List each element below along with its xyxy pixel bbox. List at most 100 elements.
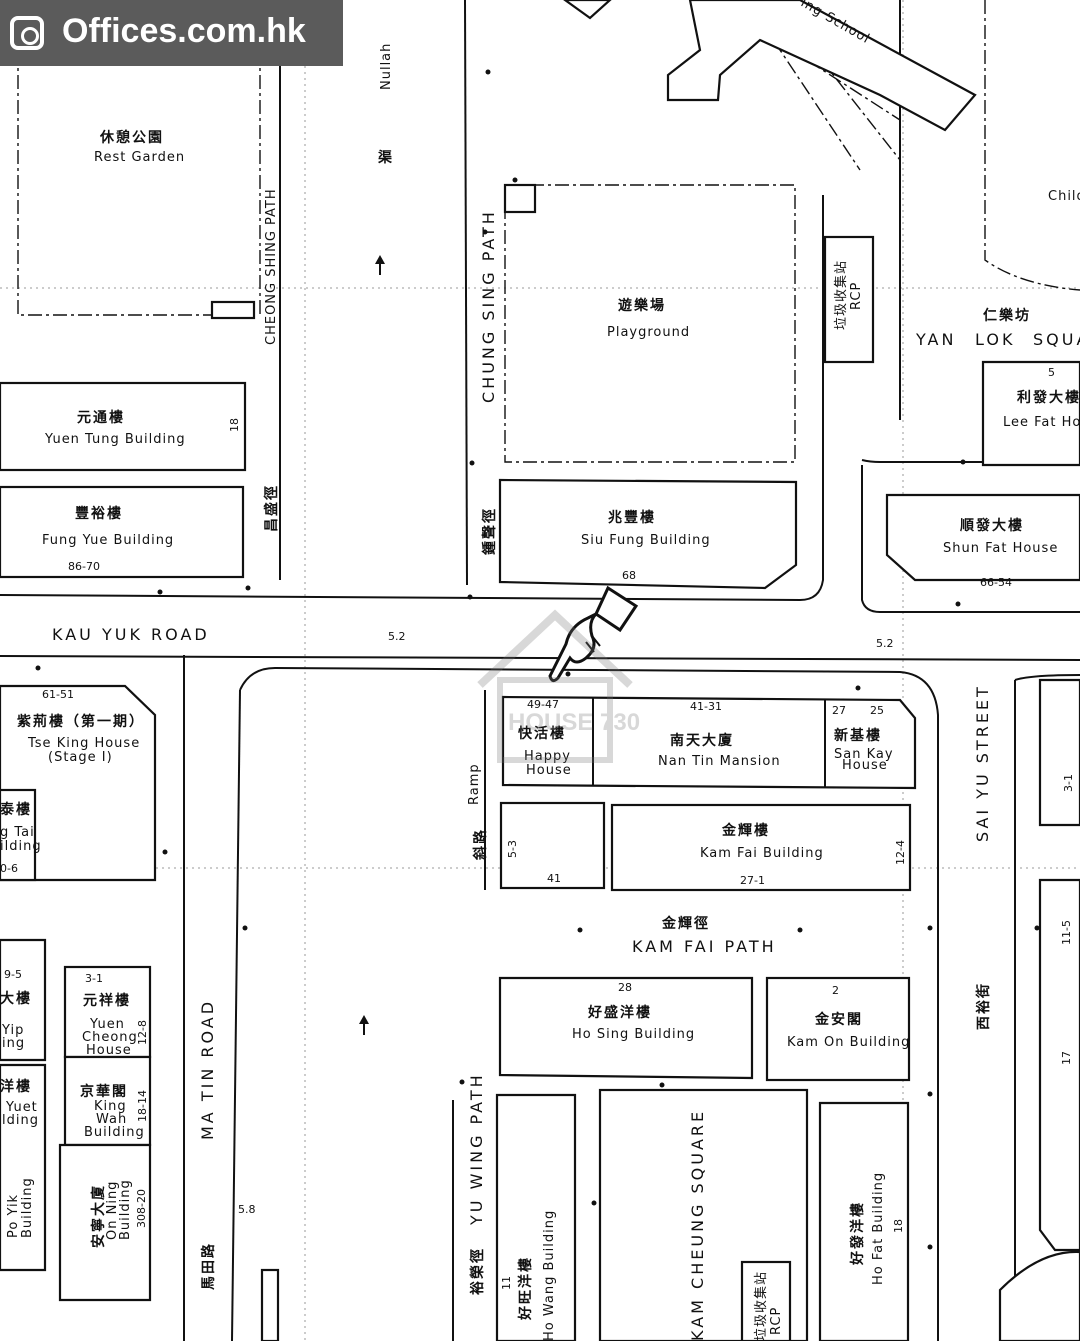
tse-king-en2: (Stage I) (48, 750, 113, 765)
po-yik-en: Po Yik (6, 1194, 21, 1238)
on-ning-en: On Ning (105, 1181, 120, 1240)
rcp-bottom-zh: 垃圾收集站 (753, 1271, 769, 1341)
king-wah-en3: Building (84, 1125, 145, 1140)
tai-partial-en2: ilding (0, 839, 42, 854)
kam-fai-no2: 12-4 (894, 840, 907, 865)
siu-fung-en: Siu Fung Building (581, 533, 711, 548)
ho-wang-zh: 好旺洋樓 (517, 1256, 534, 1321)
kam-on-no: 2 (832, 984, 839, 997)
yuen-cheong-no: 12-8 (136, 1020, 149, 1045)
nan-tin-en: Nan Tin Mansion (658, 754, 781, 769)
road-sai-yu-en: SAI YU STREET (973, 684, 992, 842)
yuen-cheong-en3: House (86, 1043, 132, 1058)
lee-fat-en: Lee Fat Ho (1003, 415, 1080, 430)
rcp-top-en: RCP (849, 282, 864, 310)
rcp-top-zh: 垃圾收集站 (833, 260, 849, 330)
road-kam-cheung-en: KAM CHEUNG SQUARE (688, 1109, 707, 1341)
san-kay-en: San Kay (834, 747, 894, 762)
watermark-text: HOUSE 730 (508, 709, 640, 736)
lee-fat-no: 5 (1048, 366, 1055, 379)
king-wah-en2: Wah (96, 1112, 127, 1127)
lamp-markers (35, 69, 1040, 1250)
watermark-logo: HOUSE 730 (470, 605, 640, 770)
on-ning-en2: Building (118, 1179, 133, 1240)
yuet-partial-zh: 洋樓 (0, 1078, 32, 1095)
ho-wang-en: Ho Wang Building (542, 1210, 557, 1341)
san-kay-no-b: 25 (870, 704, 884, 717)
kam-fai-en: Kam Fai Building (700, 846, 824, 861)
road-ma-tin-zh: 馬田路 (200, 1242, 217, 1290)
shun-fat-no: 66-54 (980, 576, 1012, 589)
lee-fat-zh: 利發大樓 (1017, 389, 1080, 406)
road-sai-yu-zh: 西裕街 (975, 982, 992, 1030)
road-ma-tin-en: MA TIN ROAD (198, 999, 217, 1140)
ho-fat-no: 18 (892, 1219, 905, 1233)
nan-tin-no: 41-31 (690, 700, 722, 713)
fung-yue-no: 86-70 (68, 560, 100, 573)
tai-partial-no: 0-6 (0, 862, 18, 875)
yip-partial-en2: ing (2, 1036, 25, 1051)
fung-yue-en: Fung Yue Building (42, 533, 174, 548)
road-cheong-shing-en: CHEONG SHING PATH (264, 188, 279, 345)
yuen-tung-en: Yuen Tung Building (44, 432, 186, 447)
siu-fung-no: 68 (622, 569, 636, 582)
road-yu-wing-zh: 裕榮徑 (469, 1247, 486, 1296)
shun-fat-zh: 順發大樓 (960, 517, 1024, 534)
road-kam-fai-en: KAM FAI PATH (632, 937, 777, 956)
tse-king-zh: 紫荊樓（第一期） (17, 713, 145, 730)
tse-king-no: 61-51 (42, 688, 74, 701)
block-41-no: 41 (547, 872, 561, 885)
yip-partial-zh: 大樓 (0, 990, 32, 1007)
yuet-partial-en2: lding (2, 1113, 39, 1128)
kam-fai-no: 27-1 (740, 874, 765, 887)
spot-level-b: 5.2 (876, 637, 894, 650)
ho-wang-no: 11 (500, 1276, 513, 1290)
arrow-up-icon (359, 255, 385, 1035)
pointing-hand-icon (548, 585, 639, 683)
king-wah-no: 18-14 (136, 1090, 149, 1122)
offices-logo[interactable]: Offices.com.hk (0, 0, 343, 66)
road-kau-yuk: KAU YUK ROAD (52, 625, 210, 644)
block-5-3-no: 5-3 (506, 840, 519, 858)
nullah-label-en: Nullah (379, 43, 394, 90)
kam-on-zh: 金安閣 (814, 1011, 863, 1028)
tse-king-en: Tse King House (27, 736, 140, 751)
right-number-a: 3-1 (1062, 774, 1075, 792)
spot-level-a: 5.2 (388, 630, 406, 643)
ramp-label-zh: 斜路 (472, 828, 489, 861)
san-kay-no-a: 27 (832, 704, 846, 717)
location-pin-icon (10, 16, 44, 50)
playground-zh: 遊樂場 (618, 297, 666, 314)
child-label: Child (1048, 189, 1080, 204)
tai-partial-en: g Tai (0, 825, 35, 840)
rcp-bottom-en: RCP (769, 1307, 784, 1335)
yuen-tung-zh: 元通樓 (77, 409, 125, 426)
spot-level-c: 5.8 (238, 1203, 256, 1216)
king-wah-en: King (94, 1099, 127, 1114)
yuen-cheong-zh: 元祥樓 (83, 992, 131, 1009)
ho-fat-zh: 好發洋樓 (849, 1201, 866, 1266)
yuen-cheong-no-top: 3-1 (85, 972, 103, 985)
nullah-label-zh: 渠 (377, 149, 394, 166)
san-kay-zh: 新基樓 (834, 727, 882, 744)
ramp-label-en: Ramp (467, 763, 482, 805)
on-ning-no: 308-20 (135, 1189, 148, 1228)
on-ning-zh: 安寧大廈 (90, 1184, 107, 1248)
road-yan-lok-c: SQUA (1033, 330, 1080, 349)
ho-sing-no: 28 (618, 981, 632, 994)
road-chung-sing-en: CHUNG SING PATH (479, 209, 498, 403)
road-yan-lok-zh: 仁樂坊 (983, 307, 1031, 324)
road-chung-sing-zh: 鍾聲徑 (481, 507, 498, 555)
happy-house-zh: 快活樓 (518, 725, 566, 742)
yip-partial-en: Yip (1, 1023, 24, 1038)
ho-sing-zh: 好盛洋樓 (587, 1004, 652, 1021)
fung-yue-zh: 豐裕樓 (75, 505, 123, 522)
right-number-b: 11-5 (1060, 920, 1073, 945)
king-wah-zh: 京華閣 (80, 1083, 128, 1100)
playground-en: Playground (607, 325, 690, 340)
happy-house-no: 49-47 (527, 698, 559, 711)
happy-house-en: Happy (524, 749, 571, 764)
